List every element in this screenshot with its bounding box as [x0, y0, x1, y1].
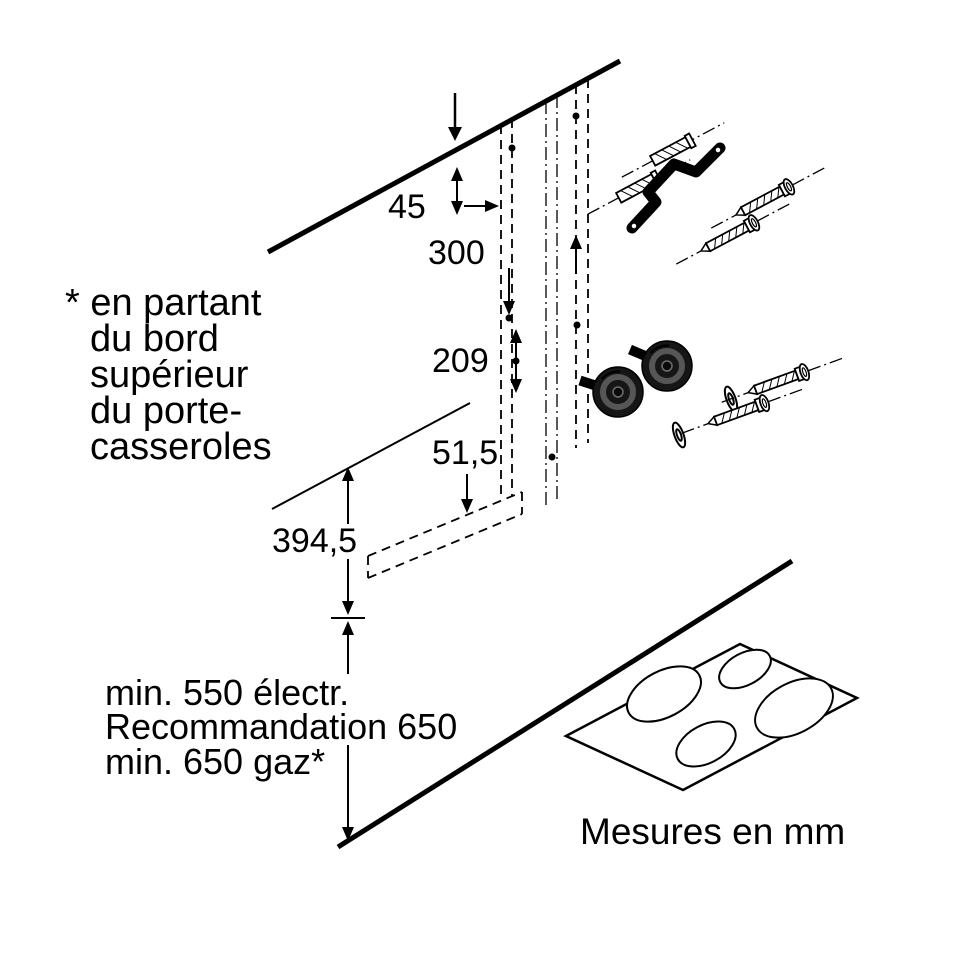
footnote-line-4: du porte- — [90, 390, 243, 432]
dim-label-45: 45 — [388, 188, 426, 226]
dim-label-51-5: 51,5 — [432, 434, 499, 472]
pan-support-line — [271, 402, 471, 510]
burner-3 — [675, 720, 737, 768]
footnote-line-5: casseroles — [90, 426, 272, 468]
spacer-knob-2 — [628, 340, 693, 392]
units-caption: Mesures en mm — [580, 811, 846, 852]
burner-1 — [626, 665, 702, 723]
dim-45-arrows — [451, 167, 499, 215]
footnote-line-3: supérieur — [90, 354, 249, 396]
burner-2 — [718, 648, 772, 690]
clearance-line-2: Recommandation 650 — [105, 706, 458, 747]
clearance-line-3: min. 650 gaz* — [105, 741, 326, 782]
washer-2 — [671, 421, 687, 449]
dim-label-394-5: 394,5 — [272, 522, 358, 560]
cooktop — [563, 642, 860, 792]
screw-3 — [717, 348, 848, 412]
footnote-line-2: du bord — [90, 318, 219, 360]
chimney-outline — [500, 79, 589, 505]
spacer-knob-1 — [578, 366, 644, 418]
hood-bottom-outline — [367, 491, 523, 579]
wall-pointer-arrow — [448, 93, 462, 141]
dim-label-209: 209 — [432, 342, 489, 380]
burner-4 — [754, 677, 834, 739]
screw-1 — [706, 158, 831, 237]
dim-label-300: 300 — [428, 234, 485, 272]
dim-300-arrows — [503, 235, 582, 315]
mounting-bracket — [626, 142, 726, 234]
dim-51-5-arrow — [461, 474, 473, 513]
clearance-line-1: min. 550 électr. — [105, 672, 350, 713]
screw-4 — [677, 379, 808, 443]
wall-line — [266, 58, 622, 255]
screw-2 — [671, 194, 796, 273]
dim-209-arrows — [510, 329, 522, 393]
counter-line — [336, 558, 794, 850]
footnote-line-1: * en partant — [65, 282, 262, 324]
mounting-holes — [505, 112, 581, 461]
